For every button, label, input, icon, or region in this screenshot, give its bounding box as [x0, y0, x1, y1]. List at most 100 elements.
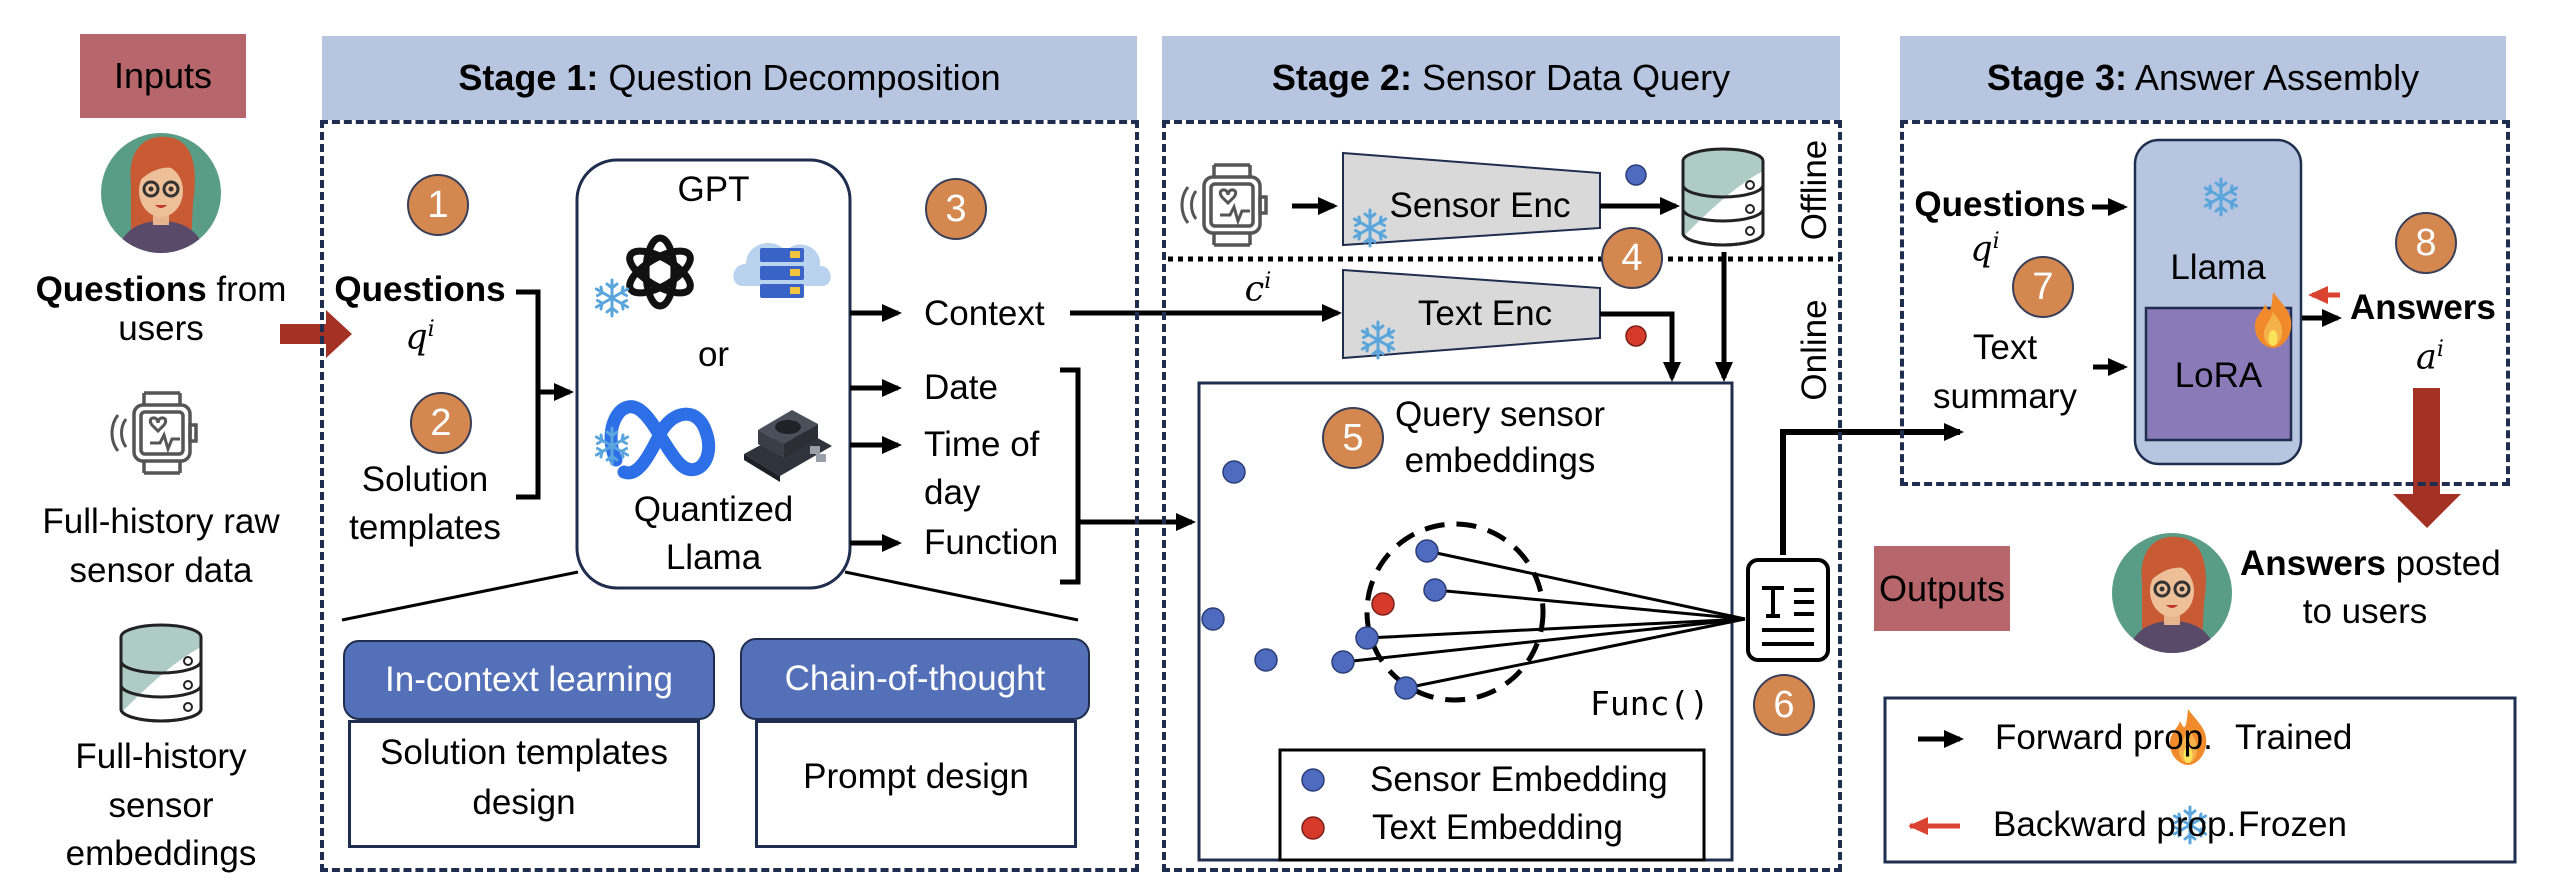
arrow-textenc-to-query [1600, 311, 1681, 382]
answers-posted: Answers posted [2240, 544, 2501, 584]
stage3-title: Answer Assembly [2126, 57, 2420, 98]
offline-label: Offline [1795, 139, 1834, 241]
fan-line-right [844, 570, 1079, 622]
stage1-title-bold: Stage 1: [458, 57, 599, 98]
text-summary-line2: summary [1933, 377, 2077, 416]
stage1-title: Question Decomposition [598, 57, 1001, 98]
questions-rest: from [206, 270, 287, 309]
legend-text-dot [1301, 816, 1325, 840]
solution-templates-line2: templates [349, 508, 501, 547]
func-label: Func() [1590, 684, 1710, 723]
database-icon [119, 623, 203, 723]
output-bracket [1060, 367, 1081, 585]
q-symbol: q [405, 317, 428, 358]
inputs-label-text: Inputs [113, 55, 213, 96]
output-date: Date [924, 368, 998, 407]
stage2-header: Stage 2: Sensor Data Query [1162, 36, 1840, 120]
step-badge-3: 3 [925, 178, 987, 240]
text-embedding-dot [1625, 325, 1647, 347]
step-badge-8: 8 [2395, 212, 2457, 274]
text-enc-label: Text Enc [1417, 294, 1553, 333]
legend-sensor-dot [1301, 768, 1325, 792]
output-function: Function [924, 523, 1059, 562]
step-badge-7: 7 [2012, 256, 2074, 318]
c-superscript: i [1264, 269, 1272, 294]
icl-header: In-context learning [343, 640, 715, 720]
legend-text-embedding: Text Embedding [1372, 808, 1623, 847]
cot-header-text: Chain-of-thought [784, 659, 1046, 698]
text-point [1371, 592, 1395, 616]
stage1-frame [320, 120, 1139, 872]
sensor-point [1331, 650, 1355, 674]
stage3-title-bold: Stage 3: [1986, 57, 2127, 98]
query-sensor-line2: embeddings [1404, 441, 1596, 480]
openai-logo-icon [626, 234, 694, 310]
output-context: Context [924, 294, 1045, 333]
q-superscript: i [427, 317, 435, 342]
meta-logo-icon [604, 400, 716, 480]
legend-frozen: Frozen [2238, 805, 2347, 844]
answers-label: Answers [2350, 288, 2496, 327]
sensor-point [1394, 676, 1418, 700]
stage3-questions-label: Questions [1914, 185, 2086, 224]
solution-templates-line1: Solution [361, 460, 489, 499]
smartwatch-icon [110, 391, 198, 475]
user-avatar-icon [101, 133, 221, 255]
answers-posted-line2: to users [2302, 592, 2428, 631]
sensor-embeddings-line2: sensor [108, 786, 214, 825]
step-badge-5: 5 [1322, 407, 1384, 469]
legend-sensor-embedding: Sensor Embedding [1370, 760, 1668, 799]
c-symbol: c [1244, 269, 1265, 310]
questions-from-users-line2: users [118, 309, 204, 348]
questions-bold: Questions [35, 270, 207, 309]
icl-header-text: In-context learning [385, 660, 673, 699]
legend-backward: Backward prop. [1993, 805, 2237, 844]
sensor-embeddings-line1: Full-history [75, 737, 247, 776]
online-label: Online [1795, 299, 1834, 401]
embedding-legend-box [1278, 748, 1706, 862]
llama-label: Llama [2170, 248, 2266, 287]
cot-body-box [755, 720, 1077, 848]
sensor-enc-label: Sensor Enc [1389, 186, 1571, 225]
icl-body-line2: design [472, 783, 576, 822]
fan-line-left [341, 570, 579, 622]
lora-label: LoRA [2174, 356, 2263, 395]
a-superscript: i [2436, 337, 2444, 362]
cot-header: Chain-of-thought [740, 638, 1090, 720]
gpt-label: GPT [677, 170, 750, 209]
user-avatar-icon [2112, 533, 2232, 655]
icl-body-line1: Solution templates [380, 733, 668, 772]
sensor-point [1222, 460, 1246, 484]
sensor-point [1423, 578, 1447, 602]
query-sensor-line1: Query sensor [1394, 395, 1606, 434]
quantized-llama-line1: Quantized [633, 490, 794, 529]
stage2-title: Sensor Data Query [1411, 57, 1731, 98]
stage3-header: Stage 3: Answer Assembly [1900, 36, 2506, 120]
raw-sensor-data-line2: sensor data [69, 551, 253, 590]
input-arrow [280, 310, 352, 358]
a-symbol: a [2416, 337, 2437, 378]
step-badge-4: 4 [1601, 227, 1663, 289]
legend-forward: Forward prop. [1995, 718, 2213, 757]
output-day: day [924, 473, 981, 512]
stage3-frame [1900, 120, 2510, 486]
stage1-header: Stage 1: Question Decomposition [322, 36, 1137, 120]
cloud-server-icon [733, 242, 831, 298]
stage1-questions-label: Questions [334, 270, 506, 309]
answers-posted-rest: posted [2385, 544, 2501, 583]
legend-trained: Trained [2235, 718, 2353, 757]
sensor-point [1254, 648, 1278, 672]
stage2-title-bold: Stage 2: [1271, 57, 1412, 98]
sensor-embedding-dot [1625, 164, 1647, 186]
cot-body: Prompt design [803, 757, 1029, 796]
output-arrow [2393, 388, 2461, 528]
sensor-point [1415, 539, 1439, 563]
retrieval-lines [1342, 549, 1746, 690]
inputs-label: Inputs [80, 34, 246, 118]
q-symbol: q [1970, 229, 1993, 270]
outputs-label: Outputs [1874, 546, 2010, 631]
retrieval-radius [1364, 521, 1546, 703]
step-badge-1: 1 [407, 174, 469, 236]
sensor-encoder [1342, 151, 1601, 247]
